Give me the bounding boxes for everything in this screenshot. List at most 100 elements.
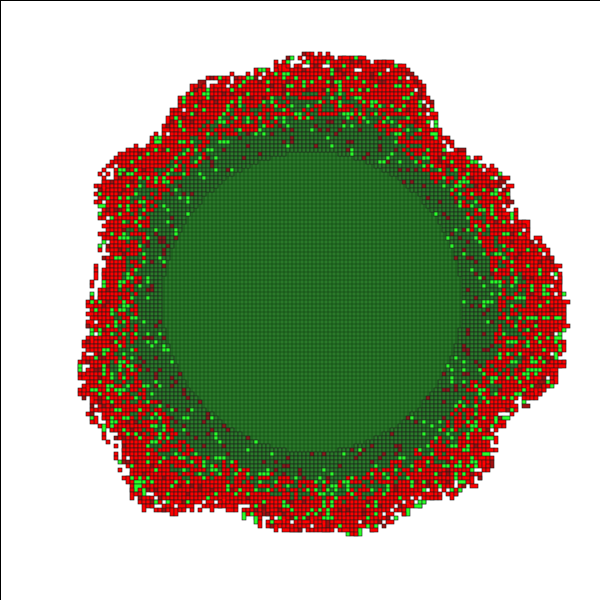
colony-cell bbox=[529, 383, 535, 389]
colony-cell bbox=[501, 303, 507, 309]
colony-cell bbox=[497, 199, 503, 205]
colony-cell bbox=[549, 367, 559, 373]
colony-cell bbox=[473, 375, 479, 381]
colony-cell bbox=[97, 335, 103, 341]
colony-cell bbox=[501, 331, 507, 337]
colony-cell bbox=[177, 219, 183, 225]
colony-cell bbox=[277, 147, 283, 153]
colony-cell bbox=[213, 435, 219, 441]
colony-cell bbox=[453, 403, 459, 409]
colony-cell bbox=[521, 247, 527, 253]
colony-cell bbox=[161, 255, 167, 261]
colony-cell bbox=[213, 431, 219, 437]
colony-cell bbox=[225, 115, 231, 121]
colony-cell bbox=[165, 191, 171, 197]
colony-cell bbox=[121, 151, 127, 157]
colony-cell bbox=[161, 263, 167, 269]
colony-cell bbox=[157, 283, 163, 289]
colony-cell bbox=[501, 275, 507, 281]
colony-cell bbox=[481, 307, 487, 313]
colony-cell bbox=[189, 103, 195, 109]
colony-cell bbox=[217, 439, 223, 445]
colony-cell bbox=[309, 63, 315, 69]
colony-cell bbox=[353, 83, 359, 89]
colony-cell bbox=[349, 87, 355, 93]
colony-cell bbox=[493, 427, 499, 433]
colony-cell bbox=[109, 227, 115, 233]
colony-cell bbox=[481, 251, 487, 257]
colony-cell bbox=[341, 67, 347, 73]
colony-cell bbox=[213, 99, 219, 105]
colony-cell bbox=[161, 403, 167, 409]
colony-cell bbox=[293, 107, 299, 113]
colony-cell bbox=[89, 283, 95, 289]
colony-cell bbox=[453, 431, 459, 437]
colony-cell bbox=[329, 115, 335, 121]
colony-cell bbox=[485, 243, 491, 249]
colony-cell bbox=[161, 139, 167, 145]
colony-cell bbox=[117, 395, 123, 401]
colony-cell bbox=[233, 431, 239, 437]
colony-cell bbox=[481, 351, 487, 357]
colony-cell bbox=[445, 371, 451, 377]
colony-cell bbox=[353, 63, 359, 69]
colony-cell bbox=[377, 127, 383, 133]
colony-cell bbox=[117, 399, 123, 405]
colony-cell bbox=[113, 315, 119, 321]
colony-cell bbox=[425, 171, 431, 177]
colony-cell bbox=[145, 359, 151, 365]
colony-cell bbox=[517, 231, 523, 237]
colony-cell bbox=[165, 179, 171, 185]
colony-cell bbox=[449, 367, 455, 373]
colony-cell bbox=[213, 155, 219, 161]
colony-cell bbox=[465, 279, 471, 285]
colony-cell bbox=[145, 299, 151, 305]
colony-cell bbox=[309, 103, 315, 109]
colony-cell bbox=[181, 407, 187, 413]
colony-cell bbox=[369, 135, 375, 141]
colony-cell bbox=[485, 335, 491, 341]
colony-cell bbox=[449, 383, 455, 389]
colony-cell bbox=[425, 407, 431, 413]
colony-cell bbox=[237, 91, 243, 97]
colony-cell bbox=[117, 215, 123, 221]
colony-cell bbox=[437, 211, 443, 217]
colony-cell bbox=[201, 187, 207, 193]
colony-cell bbox=[361, 443, 367, 449]
colony-cell bbox=[257, 71, 263, 77]
colony-cell bbox=[121, 255, 127, 261]
colony-cell bbox=[385, 155, 391, 161]
colony-cell bbox=[169, 379, 175, 385]
colony-cell bbox=[385, 443, 391, 449]
colony-cell bbox=[473, 291, 479, 297]
colony-cell bbox=[389, 151, 395, 157]
colony-cell bbox=[421, 131, 427, 137]
colony-cell bbox=[537, 259, 543, 265]
colony-cell bbox=[329, 139, 335, 145]
colony-cell bbox=[105, 283, 111, 289]
colony-cell bbox=[193, 179, 199, 185]
colony-cell bbox=[161, 347, 167, 353]
colony-cell bbox=[537, 239, 543, 245]
colony-cell bbox=[161, 407, 167, 413]
colony-cell bbox=[245, 159, 251, 165]
colony-cell bbox=[373, 115, 379, 121]
colony-cell bbox=[197, 199, 203, 205]
colony-cell bbox=[417, 423, 423, 429]
colony-cell bbox=[197, 195, 203, 201]
colony-cell bbox=[209, 187, 215, 193]
colony-cell bbox=[325, 95, 331, 101]
colony-cell bbox=[229, 159, 235, 165]
colony-cell bbox=[365, 155, 371, 161]
colony-cell bbox=[169, 415, 175, 421]
colony-cell bbox=[497, 299, 503, 305]
colony-cell bbox=[93, 391, 99, 397]
colony-cell bbox=[213, 131, 219, 137]
colony-cell bbox=[257, 143, 263, 149]
colony-cell bbox=[461, 231, 467, 237]
colony-cell bbox=[501, 231, 507, 237]
colony-cell bbox=[245, 107, 251, 113]
colony-cell bbox=[473, 411, 479, 417]
colony-cell bbox=[489, 303, 495, 309]
colony-cell bbox=[553, 327, 559, 333]
